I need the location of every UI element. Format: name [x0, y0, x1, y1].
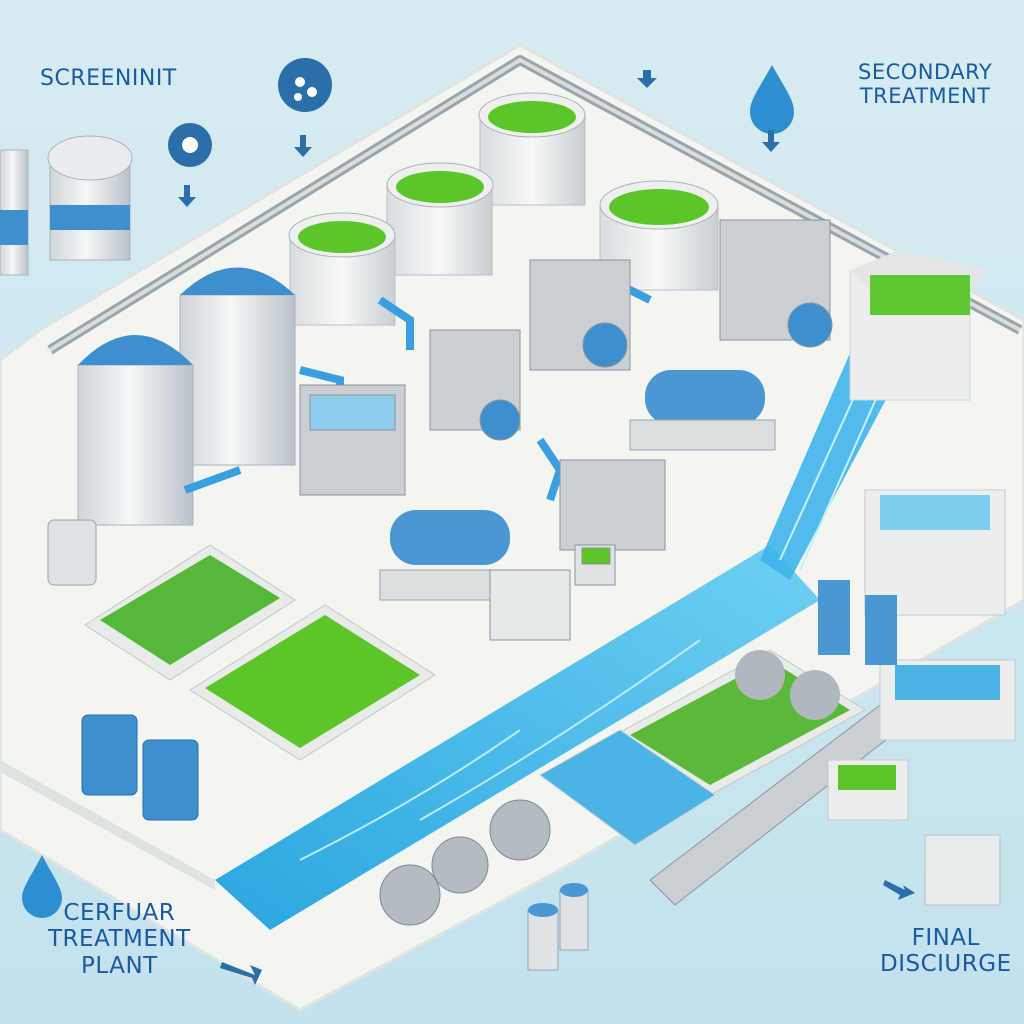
label-secondary-treatment: SECONDARY TREATMENT — [858, 60, 992, 108]
filter-circle-icon — [168, 123, 212, 167]
label-secondary-line1: SECONDARY — [858, 60, 993, 84]
screening-circle-icon — [278, 58, 332, 112]
label-plant-line3: PLANT — [81, 952, 158, 979]
label-screening: SCREENINIT — [40, 66, 177, 91]
green-beds — [84, 544, 866, 796]
arrow-left-icon — [883, 880, 915, 900]
label-plant-line1: CERFUAR — [63, 900, 176, 926]
water-drop-icon — [750, 65, 794, 134]
silos — [0, 135, 296, 526]
label-final-line1: FINAL — [911, 925, 980, 951]
label-final-line2: DISCIURGE — [880, 951, 1012, 978]
arrow-right-icon — [220, 962, 262, 985]
river — [215, 545, 820, 930]
machinery — [299, 219, 833, 641]
label-plant-line2: TREATMENT — [48, 926, 191, 953]
blue-drums — [47, 519, 199, 821]
aeration-tanks — [288, 92, 719, 326]
arrow-down-icons — [178, 70, 780, 207]
water-drop-icon-bottom — [22, 855, 62, 918]
label-treatment-plant: CERFUAR TREATMENT PLANT — [48, 900, 191, 979]
label-final-discharge: FINAL DISCIURGE — [880, 925, 1012, 978]
lower-equipment — [379, 489, 1016, 971]
label-secondary-line2: TREATMENT — [859, 84, 991, 109]
platform-edge — [0, 760, 215, 890]
